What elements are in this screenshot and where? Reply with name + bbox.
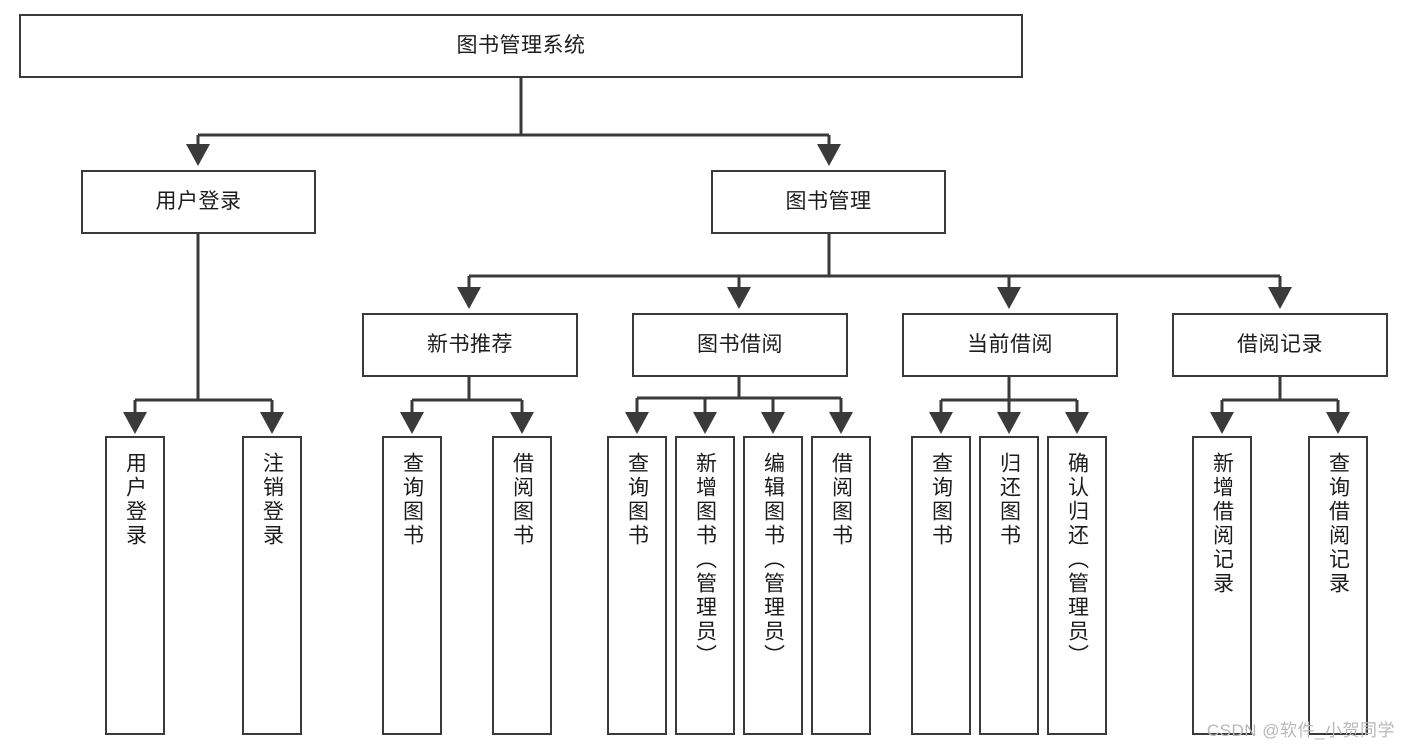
node-leaf-query-book-1-label: 查询图书	[400, 452, 424, 548]
node-book-manage-label: 图书管理	[785, 189, 872, 213]
node-leaf-user-logout[interactable]: 注销登录	[242, 436, 302, 735]
node-new-book-recommend[interactable]: 新书推荐	[362, 313, 578, 377]
node-leaf-query-book-2-label: 查询图书	[625, 452, 649, 548]
watermark: CSDN @软件_小贺同学	[1206, 721, 1395, 740]
node-leaf-edit-book-label: 编辑图书（管理员）	[761, 452, 785, 668]
node-leaf-add-book[interactable]: 新增图书（管理员）	[675, 436, 735, 735]
node-leaf-add-record[interactable]: 新增借阅记录	[1192, 436, 1252, 735]
node-leaf-confirm-return[interactable]: 确认归还（管理员）	[1047, 436, 1107, 735]
node-leaf-user-logout-label: 注销登录	[260, 452, 284, 548]
node-leaf-borrow-book-2[interactable]: 借阅图书	[811, 436, 871, 735]
node-leaf-return-book[interactable]: 归还图书	[979, 436, 1039, 735]
node-leaf-return-book-label: 归还图书	[997, 452, 1021, 548]
node-book-borrow[interactable]: 图书借阅	[632, 313, 848, 377]
node-leaf-user-login[interactable]: 用户登录	[105, 436, 165, 735]
node-borrow-record-label: 借阅记录	[1237, 332, 1323, 356]
node-leaf-query-book-3[interactable]: 查询图书	[911, 436, 971, 735]
node-leaf-borrow-book-1-label: 借阅图书	[510, 452, 534, 548]
node-leaf-query-record-label: 查询借阅记录	[1326, 452, 1350, 596]
node-book-manage[interactable]: 图书管理	[711, 170, 946, 234]
node-leaf-query-book-1[interactable]: 查询图书	[382, 436, 442, 735]
node-new-book-recommend-label: 新书推荐	[427, 332, 513, 356]
node-leaf-add-book-label: 新增图书（管理员）	[693, 452, 717, 668]
node-user-login-label: 用户登录	[155, 189, 242, 213]
node-root[interactable]: 图书管理系统	[19, 14, 1023, 78]
node-book-borrow-label: 图书借阅	[697, 332, 783, 356]
node-leaf-query-record[interactable]: 查询借阅记录	[1308, 436, 1368, 735]
node-current-borrow-label: 当前借阅	[967, 332, 1053, 356]
node-user-login[interactable]: 用户登录	[81, 170, 316, 234]
node-leaf-user-login-label: 用户登录	[123, 452, 147, 548]
node-leaf-add-record-label: 新增借阅记录	[1210, 452, 1234, 596]
node-borrow-record[interactable]: 借阅记录	[1172, 313, 1388, 377]
node-leaf-borrow-book-1[interactable]: 借阅图书	[492, 436, 552, 735]
node-leaf-query-book-3-label: 查询图书	[929, 452, 953, 548]
node-leaf-borrow-book-2-label: 借阅图书	[829, 452, 853, 548]
node-leaf-query-book-2[interactable]: 查询图书	[607, 436, 667, 735]
node-current-borrow[interactable]: 当前借阅	[902, 313, 1118, 377]
node-root-label: 图书管理系统	[456, 33, 586, 57]
node-leaf-edit-book[interactable]: 编辑图书（管理员）	[743, 436, 803, 735]
node-leaf-confirm-return-label: 确认归还（管理员）	[1065, 452, 1089, 668]
